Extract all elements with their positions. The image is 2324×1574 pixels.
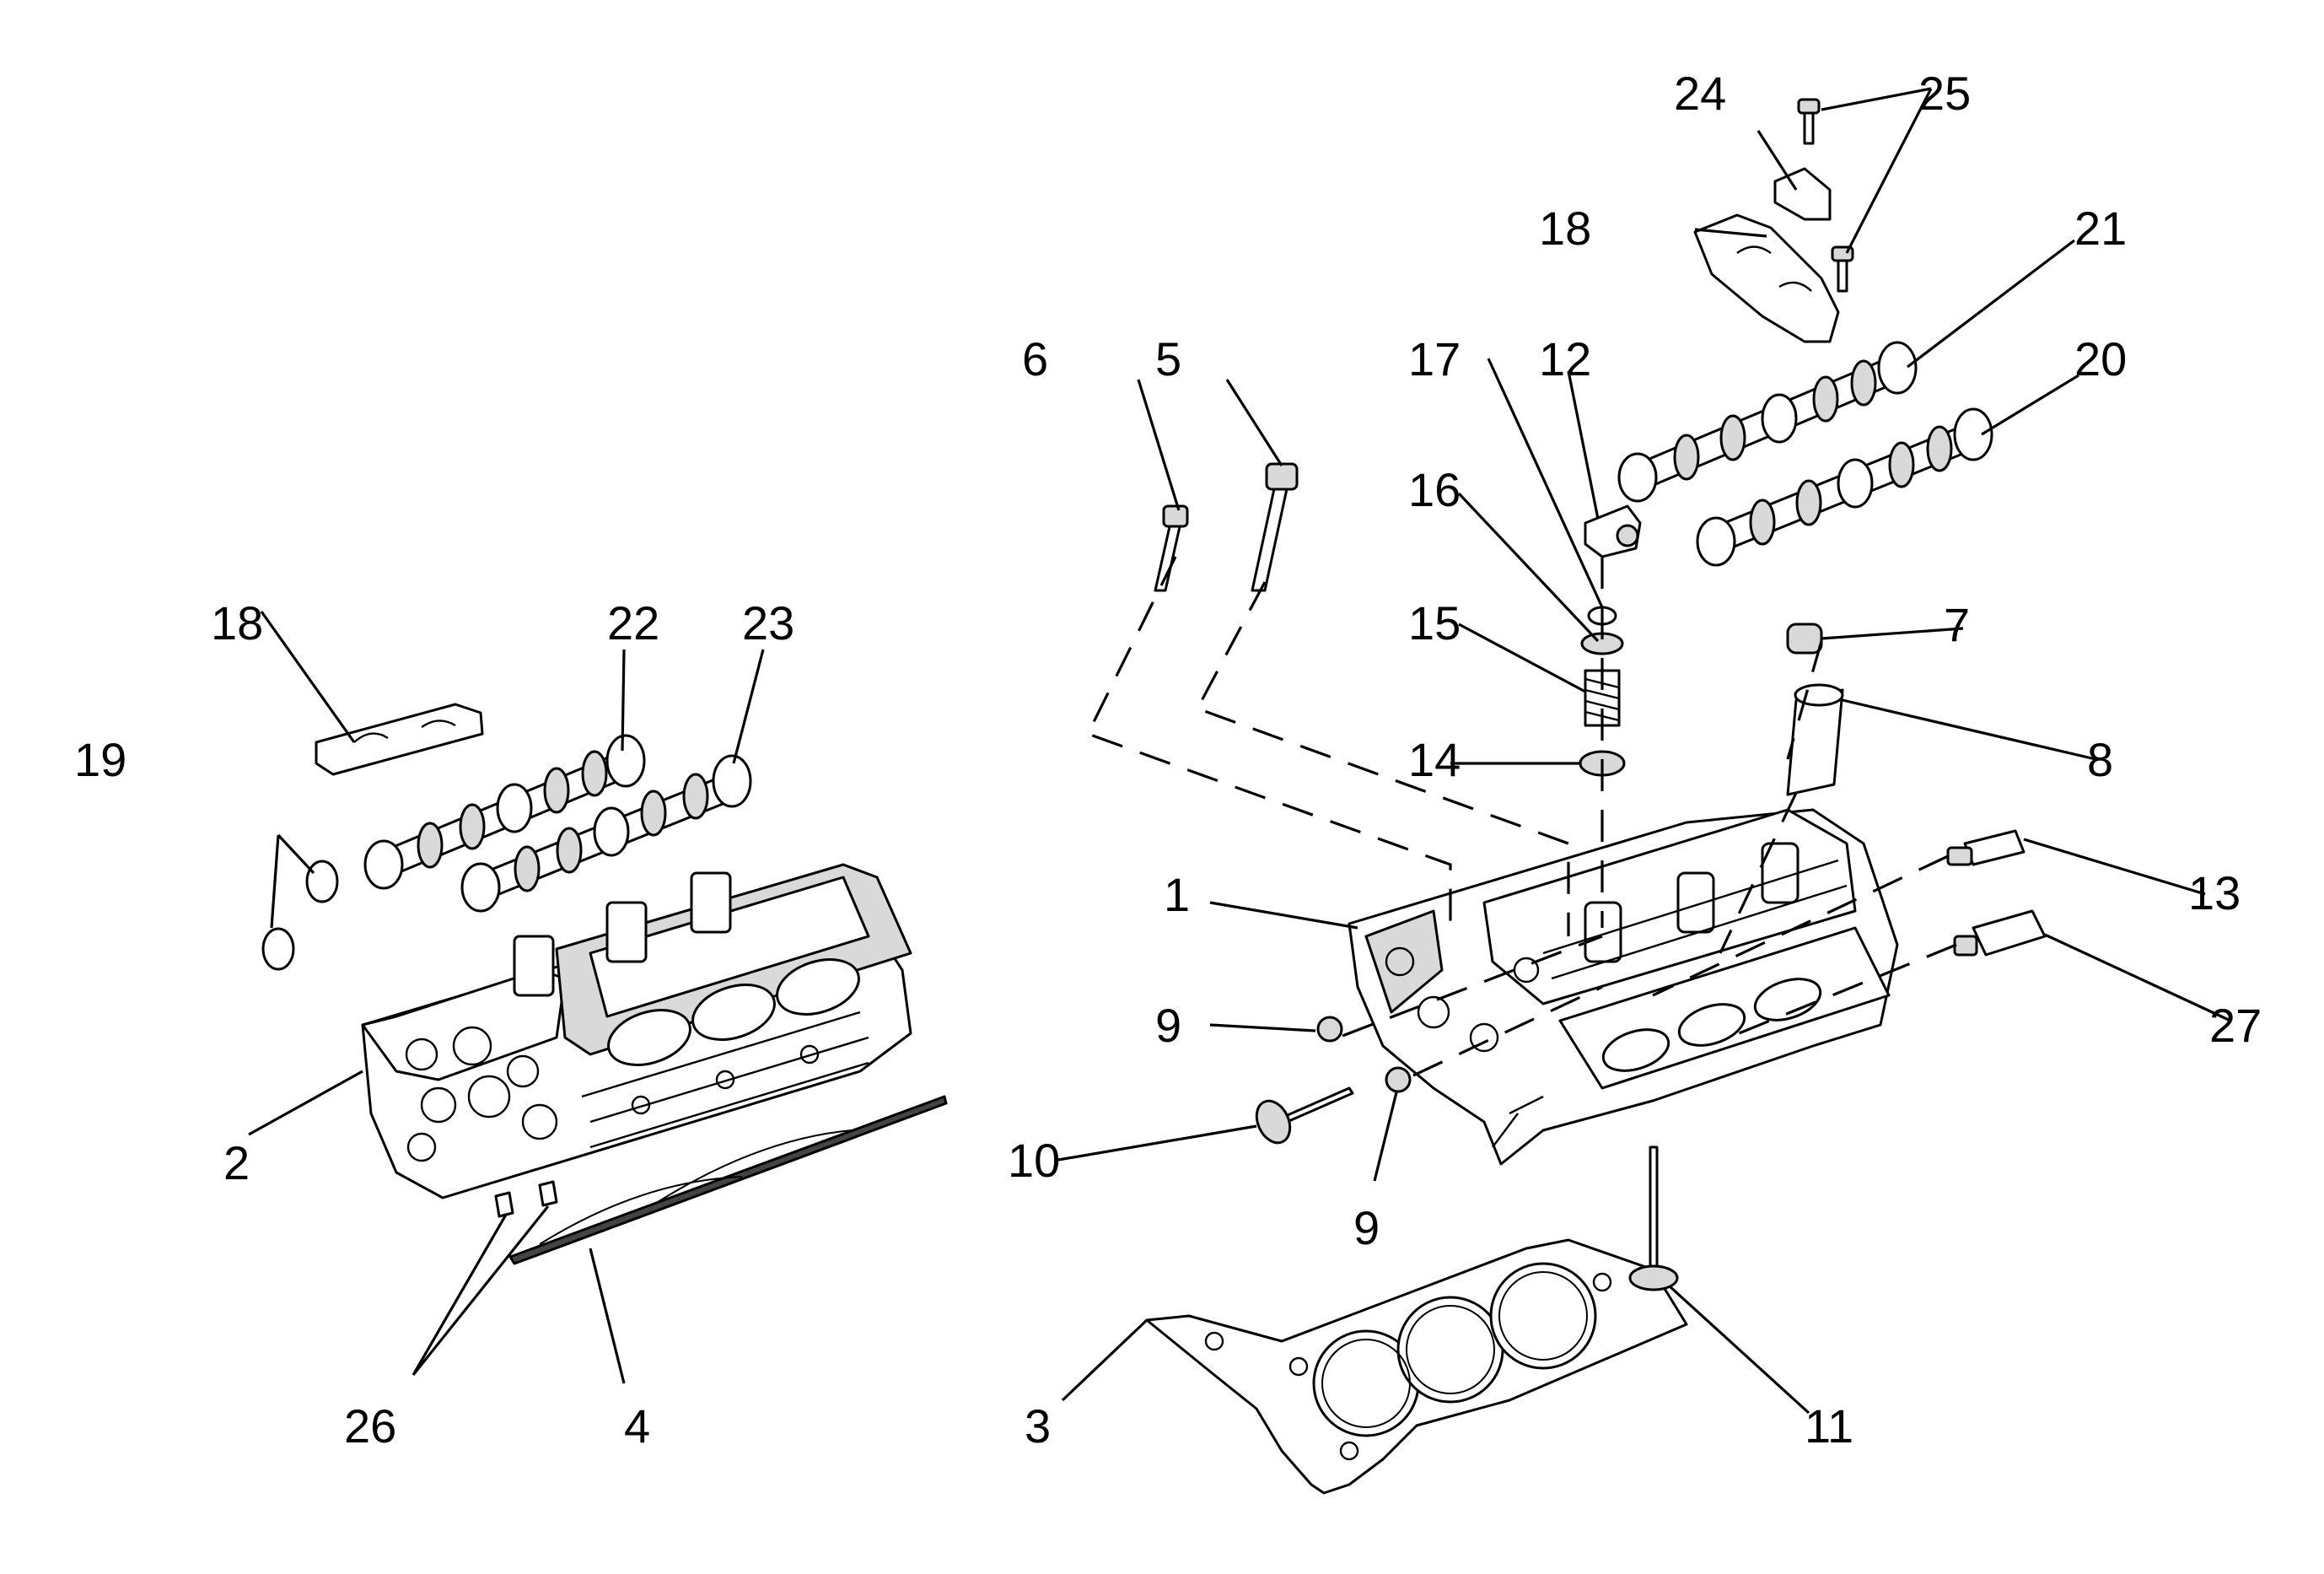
expansion-plugs (1316, 1016, 1412, 1093)
dowel-pins (494, 1180, 558, 1218)
callout-26: 26 (344, 1399, 396, 1453)
right-cylinder-head (1348, 808, 1899, 1166)
callout-6: 6 (1022, 332, 1048, 385)
left-exhaust-camshaft (460, 754, 752, 913)
callout-17: 17 (1408, 332, 1461, 385)
head-bolt-long (1251, 462, 1299, 592)
right-intake-camshaft (1617, 341, 1918, 503)
callout-2: 2 (223, 1136, 250, 1189)
left-intake-camshaft (363, 734, 646, 890)
callout-7: 7 (1944, 598, 1970, 651)
callout-3: 3 (1025, 1399, 1051, 1453)
callout-20: 20 (2074, 332, 2127, 385)
callout-16: 16 (1408, 463, 1461, 516)
left-camshaft-bearing-cap (315, 703, 484, 776)
camshaft-seals (261, 860, 339, 971)
valve-lifter (1786, 683, 1844, 796)
right-camshaft-bearing-cap (1693, 213, 1840, 343)
callout-14: 14 (1408, 733, 1461, 786)
callout-12: 12 (1539, 332, 1591, 385)
exhaust-valve (1255, 1086, 1354, 1145)
callout-25: 25 (1918, 67, 1971, 120)
callout-5: 5 (1155, 332, 1181, 385)
callout-21: 21 (2074, 202, 2127, 255)
coolant-sensor (1946, 829, 2025, 866)
callout-18a: 18 (211, 596, 263, 650)
callout-24: 24 (1674, 67, 1726, 120)
callout-9a: 9 (1155, 999, 1181, 1052)
right-exhaust-camshaft (1696, 407, 1993, 567)
callout-8: 8 (2087, 733, 2113, 786)
callout-10: 10 (1008, 1134, 1060, 1187)
roller-rocker-arm (1584, 504, 1642, 558)
temperature-sensor (1953, 909, 2047, 957)
right-head-gasket (1145, 1238, 1688, 1495)
callout-labels: 1 2 3 4 5 6 7 8 9 9 10 11 12 13 14 15 16… (74, 67, 2262, 1453)
callout-23: 23 (742, 596, 794, 650)
callout-15: 15 (1408, 596, 1461, 650)
camshaft-thrust-cap (1773, 167, 1832, 221)
callout-27: 27 (2209, 999, 2262, 1052)
callout-1: 1 (1164, 868, 1190, 921)
left-cylinder-head (361, 863, 912, 1199)
callout-9b: 9 (1353, 1201, 1380, 1254)
hydraulic-lash-adjuster (1786, 623, 1823, 655)
callout-4: 4 (624, 1399, 650, 1453)
head-bolt-short (1154, 504, 1189, 592)
callout-11: 11 (1805, 1399, 1853, 1453)
callout-22: 22 (607, 596, 659, 650)
intake-valve (1628, 1145, 1679, 1291)
callout-13: 13 (2188, 866, 2241, 919)
callout-18b: 18 (1539, 202, 1591, 255)
callout-19: 19 (74, 733, 126, 786)
leader-lines (248, 87, 2231, 1415)
left-head-gasket (508, 1095, 948, 1265)
